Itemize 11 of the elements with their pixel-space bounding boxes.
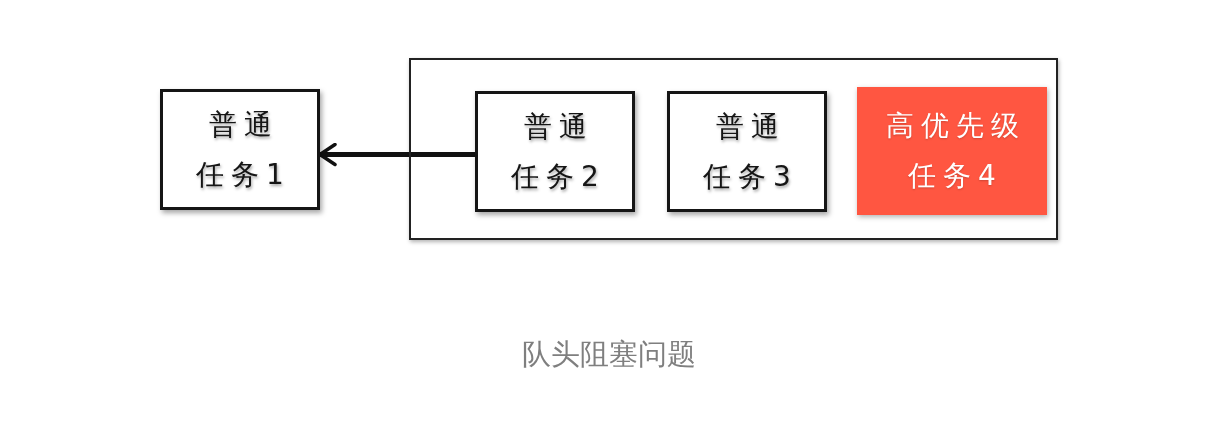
task-box: [475, 91, 635, 212]
priority-task-box: [857, 87, 1047, 215]
task-label: 高优先级任务4: [884, 108, 1027, 194]
task-box: [160, 89, 320, 210]
queue-frame: [409, 58, 1058, 240]
caption: 队头阻塞问题: [522, 337, 696, 371]
arrow: [318, 142, 475, 167]
task-label: 普通任务1: [195, 106, 292, 193]
task-label: 普通任务2: [510, 108, 607, 195]
task-label: 普通任务3: [702, 108, 799, 195]
task-box: [667, 91, 827, 212]
